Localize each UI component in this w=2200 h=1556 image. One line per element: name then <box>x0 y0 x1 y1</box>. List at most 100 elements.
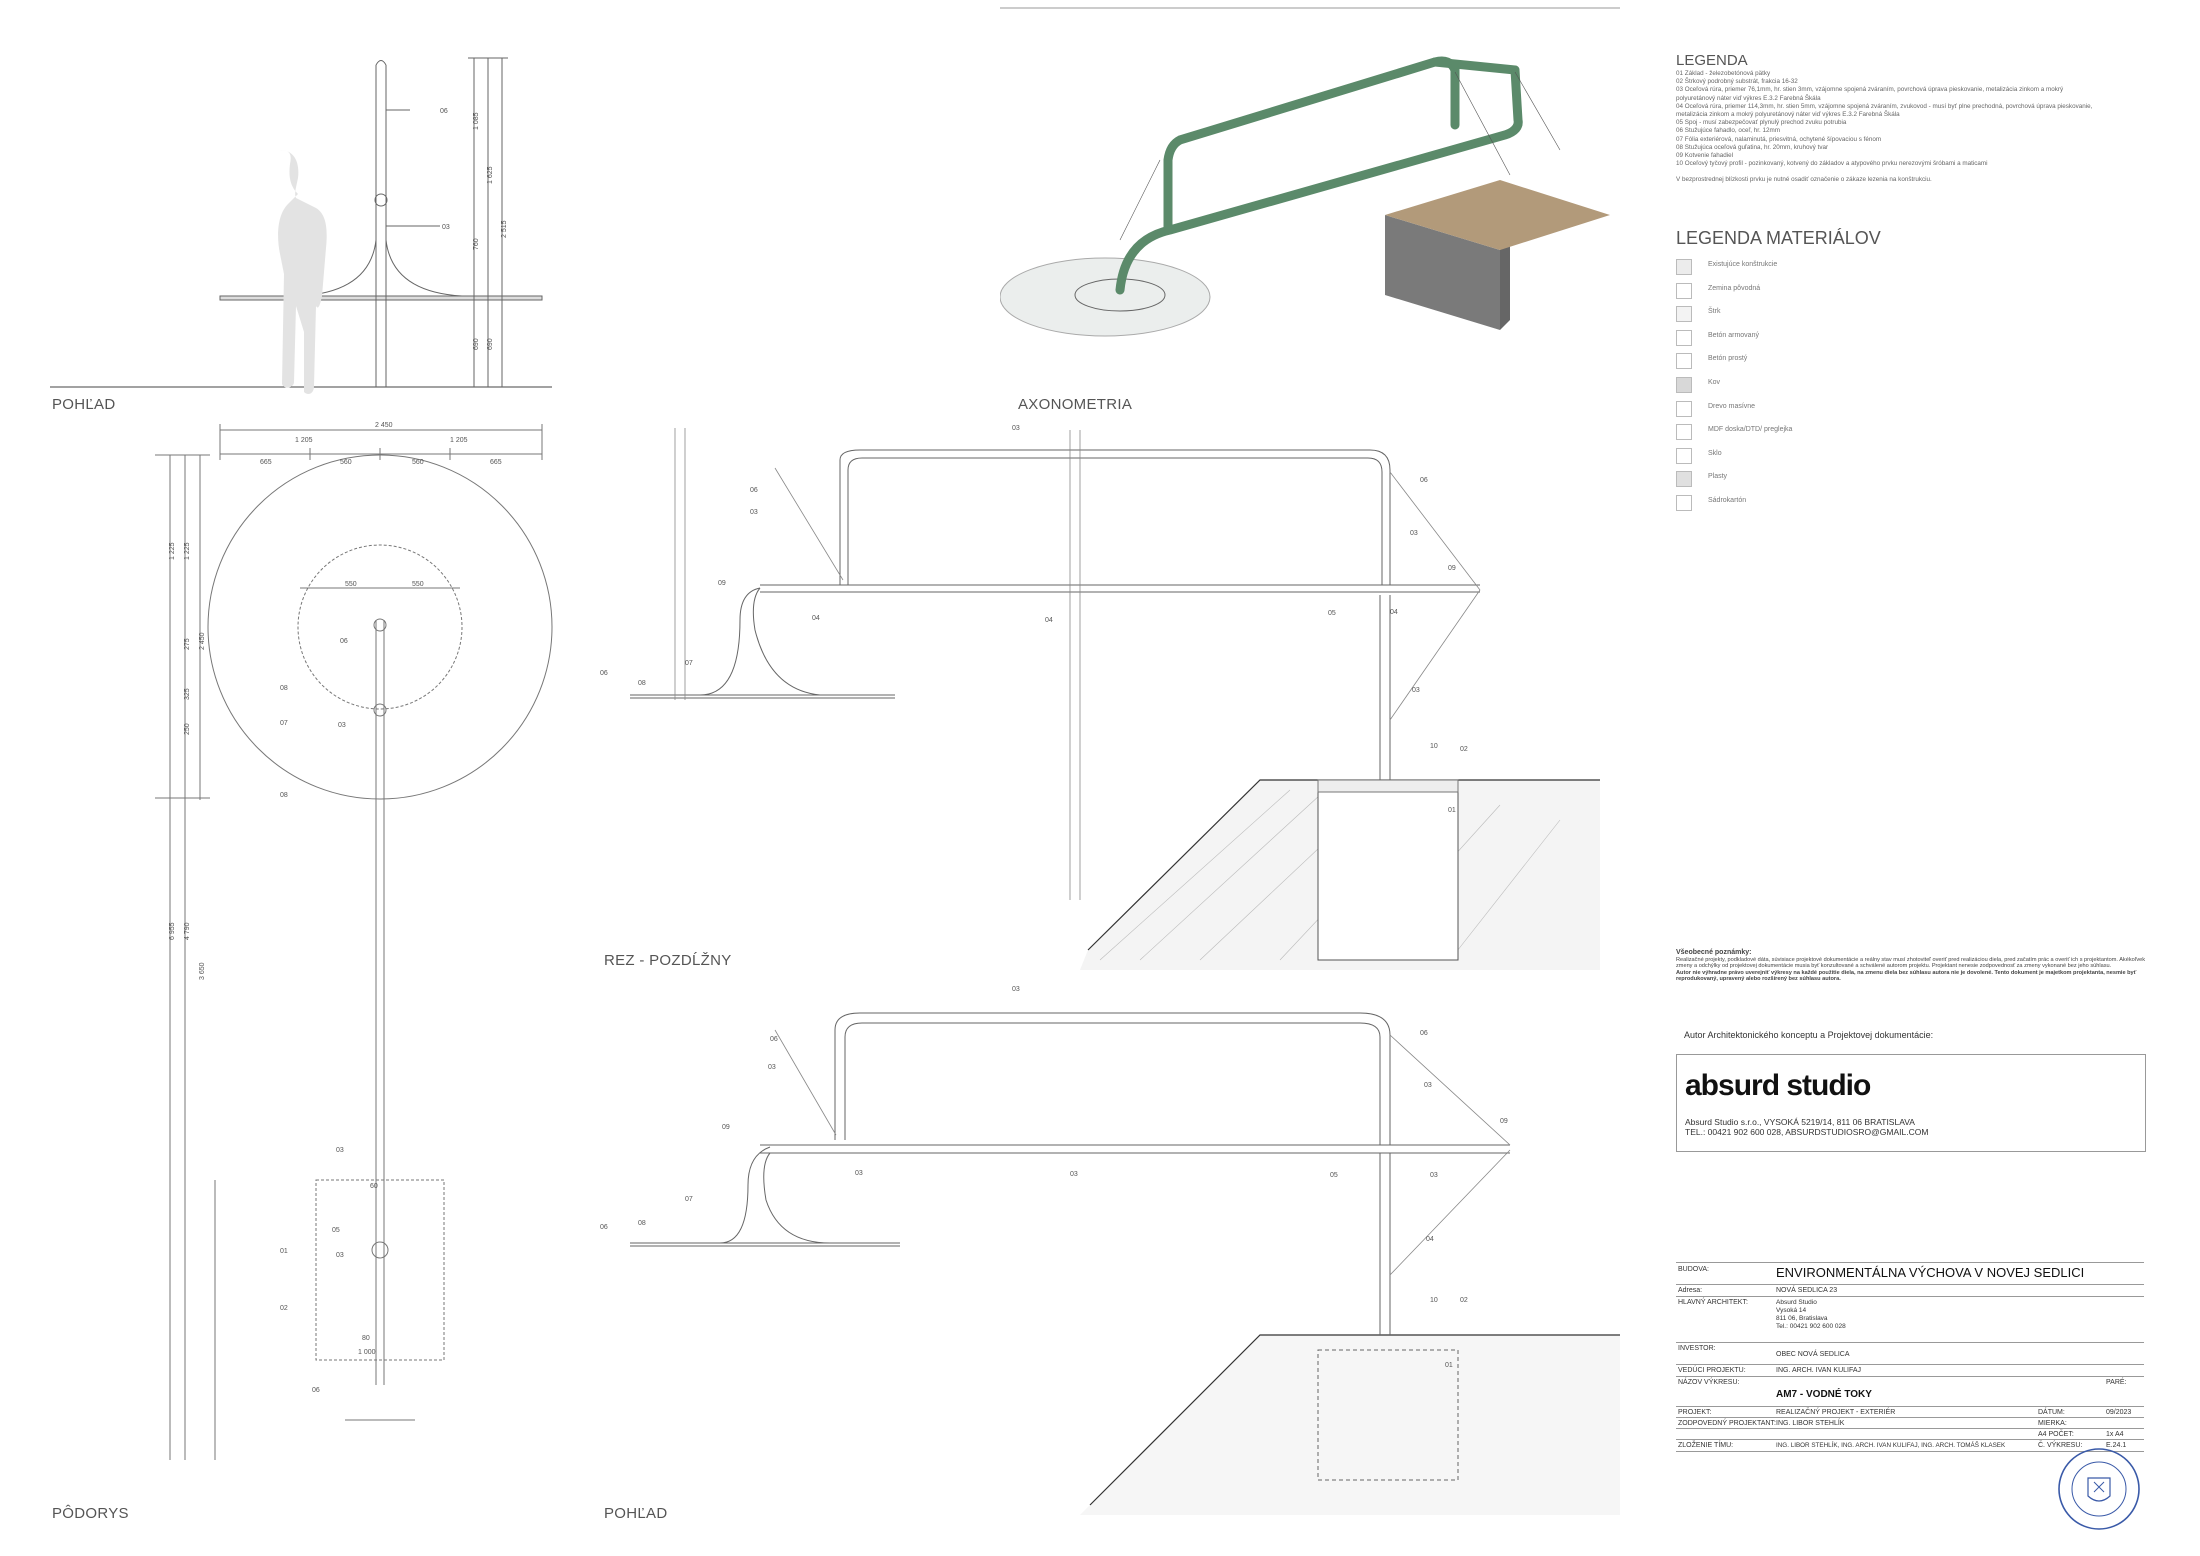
section-drawing: 03 06 03 09 04 07 08 06 04 06 03 09 04 0… <box>600 425 1600 970</box>
material-swatch <box>1676 424 1692 441</box>
svg-text:04: 04 <box>1045 617 1053 624</box>
svg-text:06: 06 <box>340 638 348 645</box>
svg-text:01: 01 <box>1445 1362 1453 1369</box>
architect-line: Vysoká 14 <box>1776 1307 1807 1314</box>
view-title-elevation-small: POHĽAD <box>52 396 116 413</box>
legend-item: 06 Stužujúce fahadlo, oceľ, hr. 12mm <box>1676 127 1781 135</box>
material-swatch <box>1676 471 1692 488</box>
svg-text:04: 04 <box>812 615 820 622</box>
svg-text:760: 760 <box>473 238 480 250</box>
stamp-seal-icon <box>2058 1448 2140 1530</box>
address-value: NOVÁ SEDLICA 23 <box>1776 1287 1838 1294</box>
view-title-plan: PÔDORYS <box>52 1505 129 1522</box>
legend-item: 10 Oceľový tyčový profil - pozinkovaný, … <box>1676 160 1988 168</box>
svg-text:550: 550 <box>412 581 424 588</box>
svg-text:560: 560 <box>412 459 424 466</box>
author-box: absurd studio Absurd Studio s.r.o., VYSO… <box>1676 1054 2146 1152</box>
drawing-label: NÁZOV VÝKRESU: <box>1678 1379 1740 1386</box>
svg-text:05: 05 <box>1330 1172 1338 1179</box>
legend-items: 01 Základ - železobetónová pätky 02 Štrk… <box>1676 70 2096 168</box>
lead-label: VEDÚCI PROJEKTU: <box>1678 1367 1746 1374</box>
svg-text:560: 560 <box>340 459 352 466</box>
svg-text:690: 690 <box>473 338 480 350</box>
number-label: Č. VÝKRESU: <box>2038 1442 2083 1449</box>
svg-text:09: 09 <box>718 580 726 587</box>
material-swatch <box>1676 282 1692 299</box>
project-value: REALIZAČNÝ PROJEKT - EXTERIÉR <box>1776 1409 1896 1416</box>
general-notes-body: Realizačné projekty, podkladové dáta, sú… <box>1676 956 2146 970</box>
material-row: Betón prostý <box>1676 350 1876 374</box>
material-swatch <box>1676 376 1692 393</box>
svg-text:06: 06 <box>770 1036 778 1043</box>
investor-label: INVESTOR: <box>1678 1345 1716 1352</box>
svg-text:2 450: 2 450 <box>199 632 206 650</box>
material-swatch <box>1676 329 1692 346</box>
svg-text:1 225: 1 225 <box>184 542 191 560</box>
svg-text:1 225: 1 225 <box>169 542 176 560</box>
general-notes: Všeobecné poznámky: Realizačné projekty,… <box>1676 949 2156 983</box>
svg-text:06: 06 <box>750 487 758 494</box>
svg-text:275: 275 <box>184 638 191 650</box>
svg-text:665: 665 <box>490 459 502 466</box>
svg-text:08: 08 <box>638 1220 646 1227</box>
svg-text:05: 05 <box>1328 610 1336 617</box>
elevation-drawing: 03 06 03 09 03 07 08 06 03 06 03 09 03 0… <box>600 986 1620 1515</box>
date-value: 09/2023 <box>2106 1409 2132 1416</box>
material-swatch <box>1676 353 1692 370</box>
svg-text:1 625: 1 625 <box>487 166 494 184</box>
svg-text:08: 08 <box>280 792 288 799</box>
count-label: A4 POČET: <box>2038 1431 2074 1438</box>
svg-text:665: 665 <box>260 459 272 466</box>
svg-text:01: 01 <box>280 1248 288 1255</box>
architect-lines: Absurd Studio Vysoká 14 811 06, Bratisla… <box>1776 1299 1846 1331</box>
material-row: Existujúce konštrukcie <box>1676 256 1876 280</box>
svg-text:1 000: 1 000 <box>358 1349 376 1356</box>
svg-text:02: 02 <box>1460 1297 1468 1304</box>
brand-address: Absurd Studio s.r.o., VYSOKÁ 5219/14, 81… <box>1685 1117 1928 1137</box>
count-value: 1x A4 <box>2106 1431 2124 1438</box>
svg-text:03: 03 <box>1012 425 1020 432</box>
svg-text:09: 09 <box>1500 1118 1508 1125</box>
author-caption: Autor Architektonického konceptu a Proje… <box>1684 1030 1934 1040</box>
svg-text:03: 03 <box>442 224 450 231</box>
material-label: Existujúce konštrukcie <box>1708 261 1778 268</box>
svg-text:03: 03 <box>1070 1171 1078 1178</box>
svg-text:1 205: 1 205 <box>450 437 468 444</box>
svg-text:08: 08 <box>638 680 646 687</box>
material-swatch <box>1676 494 1692 511</box>
svg-text:60: 60 <box>370 1183 378 1190</box>
svg-text:03: 03 <box>750 509 758 516</box>
material-row: Zemina pôvodná <box>1676 280 1876 304</box>
svg-text:03: 03 <box>1412 687 1420 694</box>
svg-text:1 085: 1 085 <box>473 112 480 130</box>
pare-label: PARÉ: <box>2106 1379 2127 1386</box>
architect-line: Tel.: 00421 902 600 028 <box>1776 1323 1846 1330</box>
svg-text:10: 10 <box>1430 1297 1438 1304</box>
material-swatch <box>1676 306 1692 323</box>
material-row: Plasty <box>1676 468 1876 492</box>
architect-line: Absurd Studio <box>1776 1299 1817 1306</box>
svg-text:250: 250 <box>184 723 191 735</box>
scale-label: MIERKA: <box>2038 1420 2067 1427</box>
material-swatch <box>1676 400 1692 417</box>
svg-text:08: 08 <box>280 685 288 692</box>
responsible-label: ZODPOVEDNÝ PROJEKTANT: <box>1678 1420 1776 1427</box>
date-label: DÁTUM: <box>2038 1409 2065 1416</box>
svg-text:03: 03 <box>1410 530 1418 537</box>
svg-text:2 515: 2 515 <box>501 220 508 238</box>
legend-item: 09 Kotvenie fahadiel <box>1676 152 1734 160</box>
svg-text:09: 09 <box>1448 565 1456 572</box>
svg-text:03: 03 <box>336 1147 344 1154</box>
material-row: Sádrokartón <box>1676 492 1876 516</box>
building-label: BUDOVA: <box>1678 1266 1709 1273</box>
svg-text:06: 06 <box>1420 477 1428 484</box>
author-contact: TEL.: 00421 902 600 028, ABSURDSTUDIOSRO… <box>1685 1127 1929 1137</box>
legend-note: V bezprostrednej blízkosti prvku je nutn… <box>1676 176 1932 183</box>
svg-text:05: 05 <box>332 1227 340 1234</box>
svg-text:03: 03 <box>768 1064 776 1071</box>
svg-text:3 650: 3 650 <box>199 962 206 980</box>
material-label: Plasty <box>1708 473 1728 481</box>
svg-text:80: 80 <box>362 1335 370 1342</box>
svg-text:03: 03 <box>1012 986 1020 993</box>
svg-text:01: 01 <box>1448 807 1456 814</box>
